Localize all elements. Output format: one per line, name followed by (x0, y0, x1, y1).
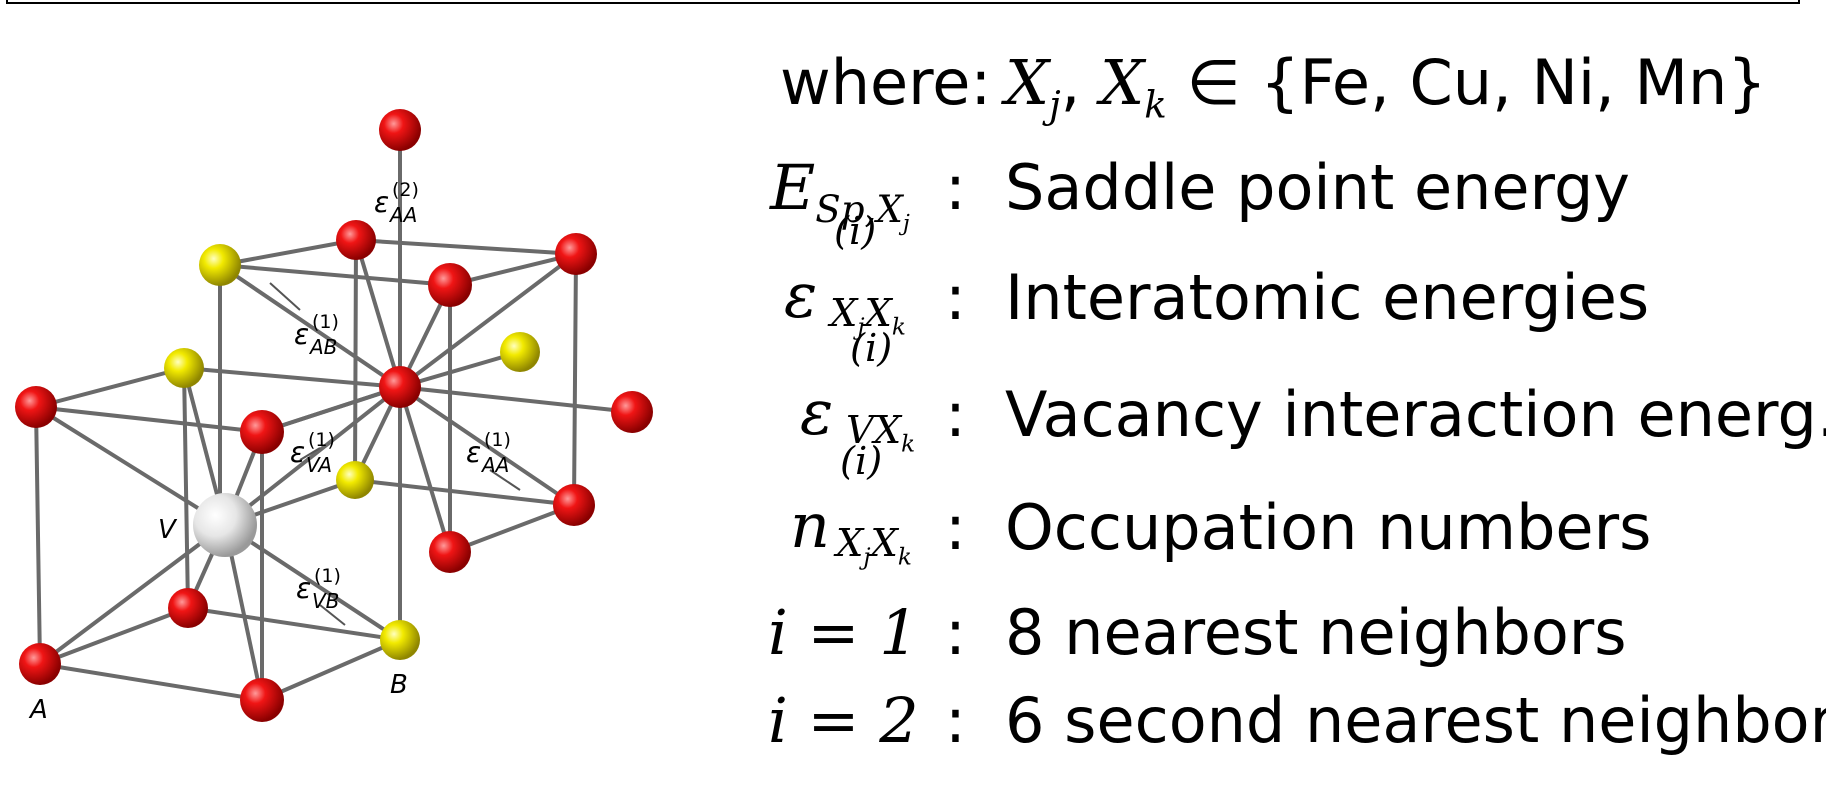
nn2-row: i = 2 : 6 second nearest neighbors (760, 684, 1826, 790)
atom-a (15, 386, 57, 428)
svg-text:VB: VB (312, 589, 339, 613)
diagram-labels: A B V ε (2) AA ε (1) AB ε (1) VA ε (1) A… (28, 179, 511, 725)
atom-b (199, 244, 241, 286)
atom-a (555, 233, 597, 275)
atom-b (336, 461, 374, 499)
vacancy-desc: Vacancy interaction energ. (1005, 378, 1826, 451)
svg-text:AA: AA (388, 203, 417, 227)
svg-text:AB: AB (308, 335, 337, 359)
svg-text:(1): (1) (308, 429, 335, 451)
saddle-symbol: ESp,Xj (770, 151, 910, 237)
occupation-desc: Occupation numbers (1005, 491, 1652, 564)
top-frame (6, 0, 1800, 4)
atom-a (336, 220, 376, 260)
label-eps-va1: ε (290, 436, 305, 469)
label-v: V (158, 515, 178, 545)
svg-text:VA: VA (306, 453, 332, 477)
atom-a (240, 410, 284, 454)
label-b: B (390, 670, 408, 700)
occupation-symbol: n (i) XjXk (790, 439, 912, 571)
vacancy-atom (193, 493, 257, 557)
where-set: Xj, Xk ∈ {Fe, Cu, Ni, Mn} (1005, 46, 1767, 127)
saddle-desc: Saddle point energy (1005, 151, 1630, 224)
interatomic-symbol: ε (i) XjXk (784, 209, 906, 341)
atom-a (429, 531, 471, 573)
atom-a (611, 391, 653, 433)
atom-a (379, 109, 421, 151)
atoms (15, 109, 653, 722)
colon: : (945, 684, 966, 757)
where-row: where: Xj, Xk ∈ {Fe, Cu, Ni, Mn} (760, 52, 1820, 152)
label-eps-aa1: ε (466, 436, 481, 469)
vacancy-symbol: ε (i) VXk (800, 326, 916, 458)
label-leaders (269, 282, 521, 626)
vacancy-row: ε (i) VXk : Vacancy interaction energ. (760, 326, 1826, 484)
atom-a (168, 588, 208, 628)
svg-text:(2): (2) (392, 179, 419, 201)
atom-a (379, 366, 421, 408)
svg-text:AA: AA (480, 453, 509, 477)
svg-text:(1): (1) (314, 565, 341, 587)
lattice-diagram: A B V ε (2) AA ε (1) AB ε (1) VA ε (1) A… (15, 109, 653, 725)
nn1-symbol: i = 1 (768, 596, 919, 669)
atom-b (380, 620, 420, 660)
colon: : (945, 151, 966, 224)
atom-b (164, 348, 204, 388)
atom-a (553, 484, 595, 526)
atom-a (240, 678, 284, 722)
atom-a (428, 263, 472, 307)
nn1-row: i = 1 : 8 nearest neighbors (760, 602, 1820, 702)
atom-b (500, 332, 540, 372)
interatomic-row: ε (i) XjXk : Interatomic energies (760, 209, 1820, 367)
colon: : (945, 378, 966, 451)
colon: : (945, 261, 966, 334)
label-eps-ab1: ε (294, 318, 309, 351)
label-eps-vb1: ε (296, 572, 311, 605)
occupation-row: n (i) XjXk : Occupation numbers (760, 439, 1820, 597)
saddle-row: ESp,Xj : Saddle point energy (760, 157, 1820, 257)
colon: : (945, 596, 966, 669)
label-a: A (28, 695, 48, 725)
nn2-desc: 6 second nearest neighbors (1005, 684, 1826, 757)
nn2-symbol: i = 2 (768, 684, 919, 757)
label-eps-aa2: ε (374, 186, 389, 219)
svg-text:(1): (1) (484, 429, 511, 451)
atom-a (19, 643, 61, 685)
where-label: where: (780, 46, 992, 119)
bonds (34, 128, 634, 702)
svg-text:(1): (1) (312, 311, 339, 333)
nn1-desc: 8 nearest neighbors (1005, 596, 1627, 669)
interatomic-desc: Interatomic energies (1005, 261, 1650, 334)
colon: : (945, 491, 966, 564)
